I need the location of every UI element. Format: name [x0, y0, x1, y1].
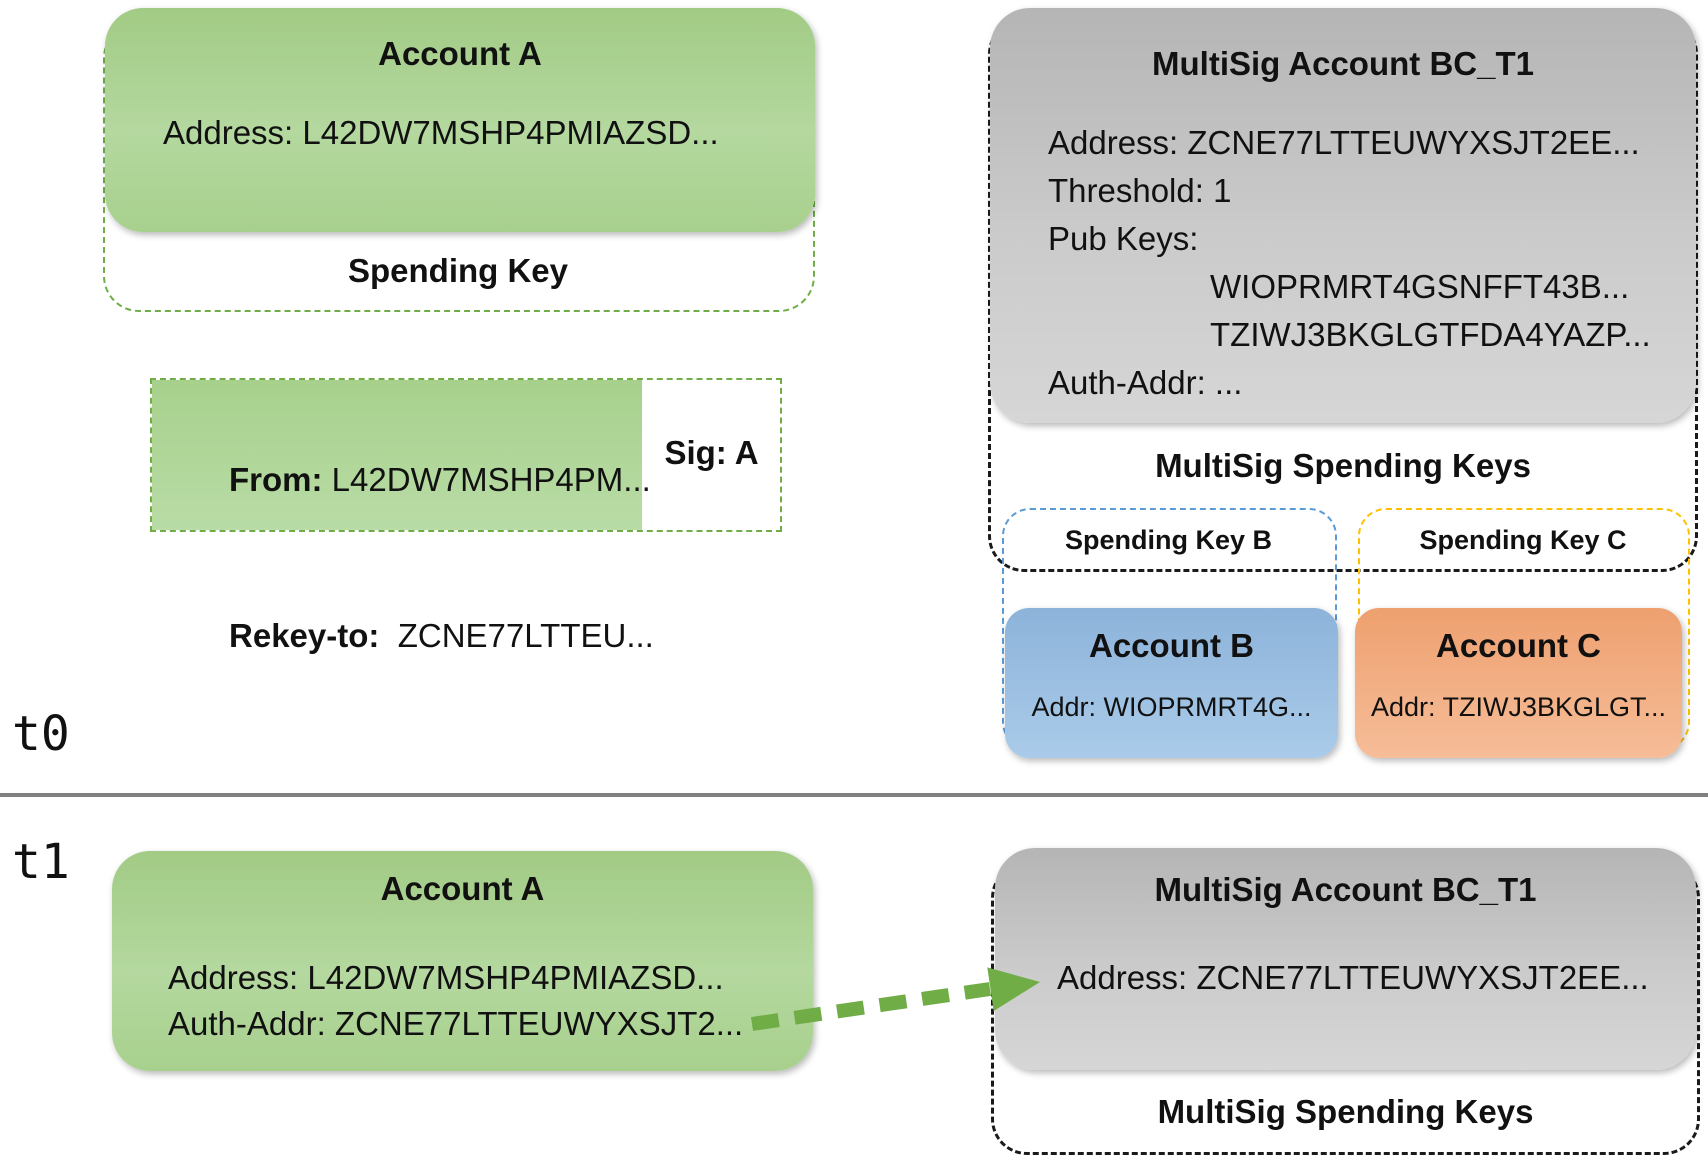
- spending-key-b-text: Spending Key B: [1064, 524, 1273, 555]
- account-a-box-t1: Account A Address: L42DW7MSHP4PMIAZSD...…: [112, 851, 813, 1071]
- multisig-spending-keys-text-t0: MultiSig Spending Keys: [1155, 447, 1531, 484]
- rekey-transaction-outline: [150, 378, 782, 532]
- spending-key-b-label: Spending Key B: [1002, 508, 1335, 572]
- spending-key-c-label: Spending Key C: [1358, 508, 1688, 572]
- account-b-title: Account B: [1089, 627, 1254, 664]
- signature-label: Sig: A: [643, 378, 780, 528]
- account-a-auth-addr-t1: Auth-Addr: ZCNE77LTTEUWYXSJT2...: [168, 1005, 744, 1042]
- multisig-title-t0: MultiSig Account BC_T1: [1152, 45, 1534, 82]
- multisig-address-t1: Address: ZCNE77LTTEUWYXSJT2EE...: [1057, 959, 1649, 996]
- timeline-divider: [0, 793, 1708, 797]
- signature-label-text: Sig: A: [664, 434, 759, 471]
- multisig-pub-key-1: WIOPRMRT4GSNFFT43B...: [1210, 268, 1630, 305]
- account-b-addr: Addr: WIOPRMRT4G...: [1031, 692, 1312, 722]
- multisig-pub-keys-label: Pub Keys:: [1048, 220, 1199, 257]
- multisig-auth-addr: Auth-Addr: ...: [1048, 364, 1243, 401]
- rekey-from-line: From: L42DW7MSHP4PM...: [152, 402, 651, 558]
- rekey-from-value: L42DW7MSHP4PM...: [322, 461, 651, 498]
- account-a-title: Account A: [378, 35, 542, 72]
- multisig-box-t0: MultiSig Account BC_T1 Address: ZCNE77LT…: [990, 8, 1696, 423]
- spending-key-label: Spending Key: [103, 232, 813, 310]
- rekey-arrow-head: [987, 967, 1040, 1011]
- account-a-address-t1: Address: L42DW7MSHP4PMIAZSD...: [168, 959, 724, 996]
- account-c-title: Account C: [1436, 627, 1601, 664]
- multisig-spending-keys-label-t0: MultiSig Spending Keys: [988, 440, 1698, 492]
- multisig-box-t1: MultiSig Account BC_T1 Address: ZCNE77LT…: [995, 848, 1696, 1070]
- account-a-title-t1: Account A: [380, 870, 545, 907]
- rekey-to-line: Rekey-to: ZCNE77LTTEU...: [152, 558, 654, 714]
- multisig-address-t0: Address: ZCNE77LTTEUWYXSJT2EE...: [1048, 124, 1640, 161]
- rekey-from-label: From:: [229, 461, 323, 498]
- multisig-threshold: Threshold: 1: [1048, 172, 1232, 209]
- account-c-addr: Addr: TZIWJ3BKGLGT...: [1370, 692, 1667, 722]
- spending-key-c-text: Spending Key C: [1419, 524, 1627, 555]
- multisig-title-t1: MultiSig Account BC_T1: [1154, 871, 1537, 908]
- rekey-to-value: ZCNE77LTTEU...: [379, 617, 654, 654]
- rekey-to-label: Rekey-to:: [229, 617, 380, 654]
- account-a-address: Address: L42DW7MSHP4PMIAZSD...: [163, 114, 719, 151]
- account-a-box-t0: Account A Address: L42DW7MSHP4PMIAZSD...: [105, 8, 815, 232]
- t0-label: t0: [12, 706, 70, 762]
- rekey-arrow-shaft: [750, 982, 992, 1031]
- t1-label: t1: [12, 834, 70, 890]
- rekey-transaction-box: From: L42DW7MSHP4PM... Rekey-to: ZCNE77L…: [152, 380, 654, 654]
- multisig-spending-keys-label-t1: MultiSig Spending Keys: [991, 1086, 1700, 1138]
- multisig-pub-key-2: TZIWJ3BKGLGTFDA4YAZP...: [1210, 316, 1651, 353]
- account-b-box: Account B Addr: WIOPRMRT4G...: [1005, 608, 1338, 758]
- spending-key-label-text: Spending Key: [347, 252, 569, 289]
- multisig-spending-keys-text-t1: MultiSig Spending Keys: [1157, 1093, 1534, 1130]
- account-c-box: Account C Addr: TZIWJ3BKGLGT...: [1355, 608, 1682, 758]
